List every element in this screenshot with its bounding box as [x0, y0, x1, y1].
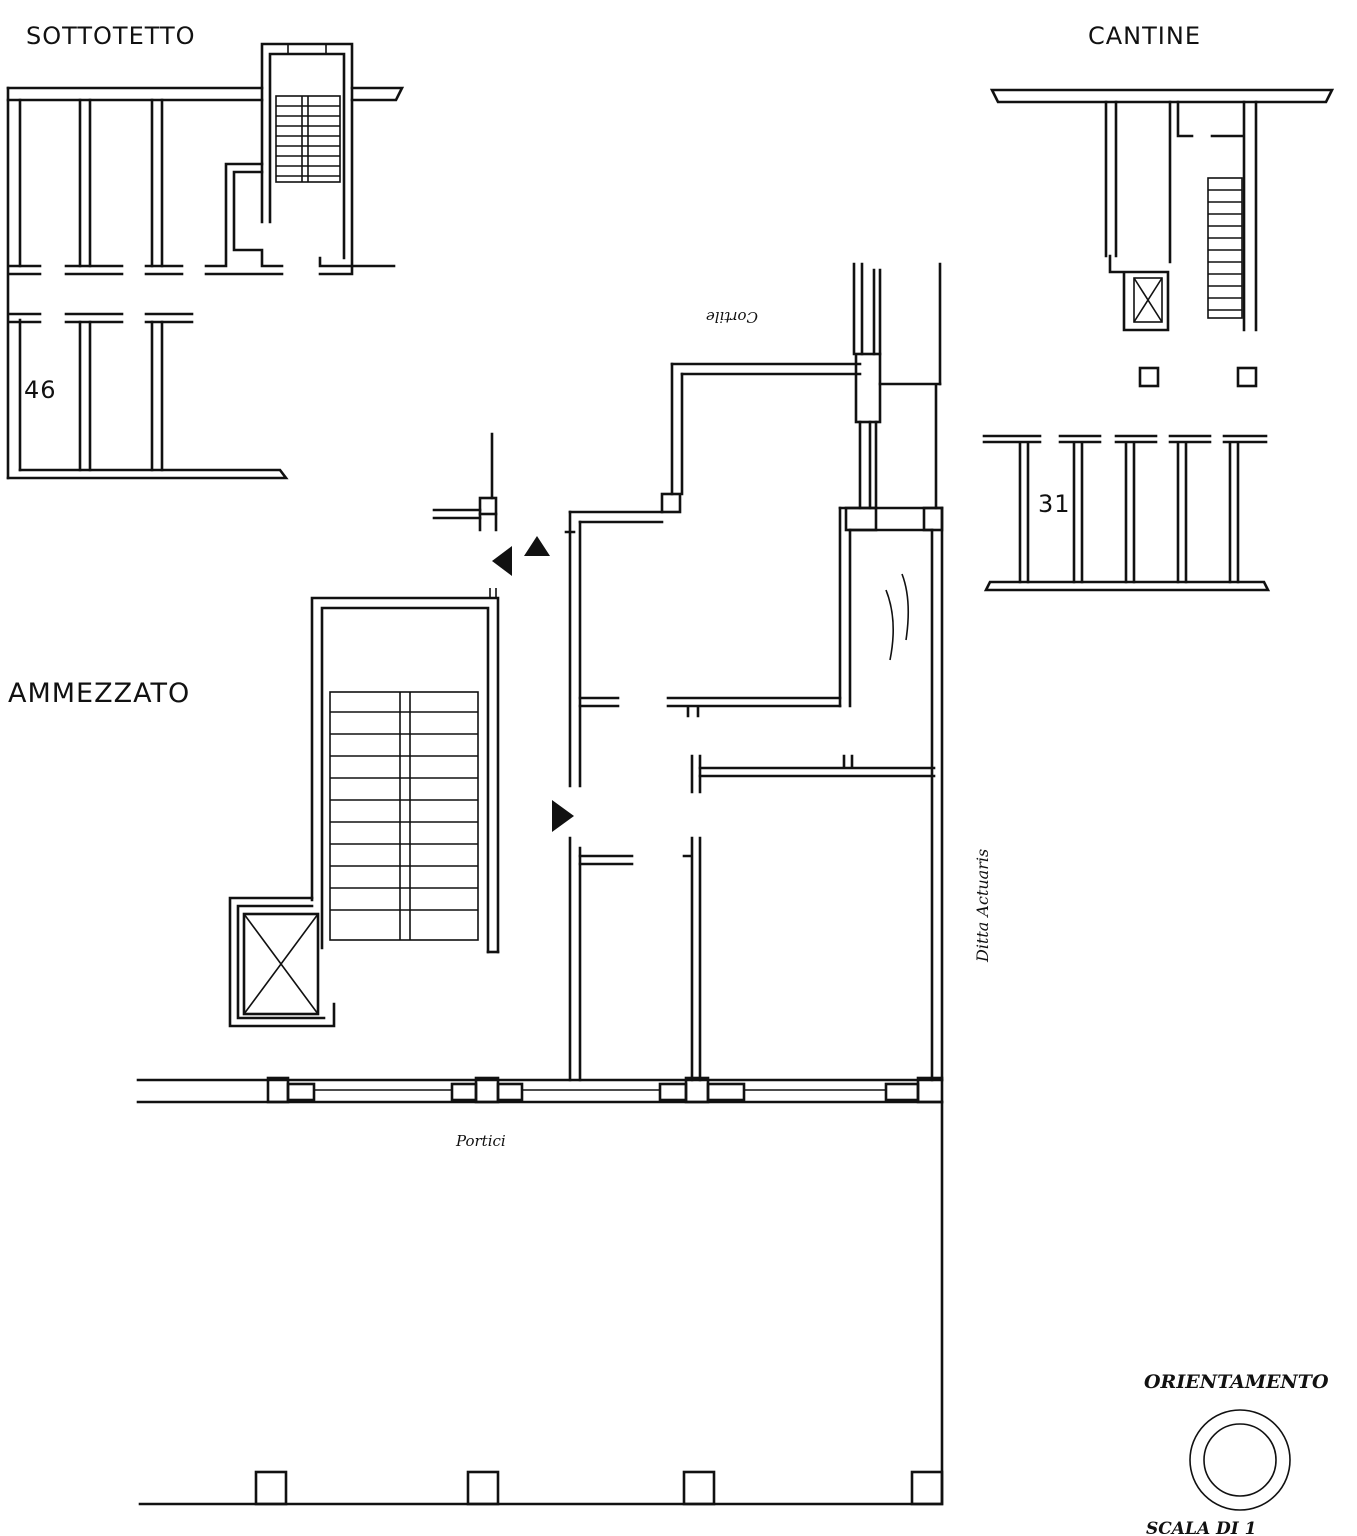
compass-inner-circle: [1203, 1423, 1277, 1497]
orientation-title: ORIENTAMENTO: [1144, 1371, 1329, 1393]
cantine-title: CANTINE: [1088, 22, 1201, 50]
cantine-stair-flight: [1207, 177, 1243, 319]
cantine-columns: [1138, 366, 1258, 388]
cortile-label: Cortile: [706, 308, 758, 326]
ammezzato-stair-landing-corner: [432, 432, 498, 532]
cortile-column-shaft: [844, 262, 944, 532]
portico-columns: [138, 1100, 944, 1506]
scale-label: SCALA DI 1: [1146, 1519, 1257, 1536]
cantine-walls: [989, 88, 1335, 332]
ammezzato-plan: AMMEZZATO: [8, 262, 992, 1506]
entrance-arrows: [492, 536, 574, 832]
ammezzato-title: AMMEZZATO: [8, 678, 190, 709]
ditta-label: Ditta Actuaris: [973, 849, 992, 963]
arrow-left-icon: [492, 546, 512, 576]
portici-label: Portici: [455, 1132, 506, 1150]
sottotetto-walls: [6, 42, 405, 480]
sottotetto-title: SOTTOTETTO: [26, 22, 196, 50]
cantine-unit-number: 31: [1038, 490, 1071, 518]
sottotetto-unit-number: 46: [24, 376, 57, 404]
apartment-walls: [564, 362, 944, 1082]
portici-facade: [136, 1076, 944, 1104]
sottotetto-stair-flight: [275, 95, 341, 183]
ammezzato-stair-enclosure: [310, 588, 500, 954]
compass-outer-circle: [1189, 1409, 1291, 1511]
cantine-cells: [982, 434, 1271, 592]
ammezzato-stair-flight: [329, 691, 479, 941]
cantine-plan: CANTINE 31: [982, 22, 1335, 592]
arrow-up-icon: [524, 536, 550, 556]
ammezzato-lift-well: [228, 896, 336, 1028]
sottotetto-plan: SOTTOTETTO 46: [6, 22, 405, 480]
pencil-annotation: [885, 573, 910, 661]
arrow-right-icon: [552, 800, 574, 832]
orientation-block: ORIENTAMENTO SCALA DI 1: [1144, 1371, 1329, 1536]
